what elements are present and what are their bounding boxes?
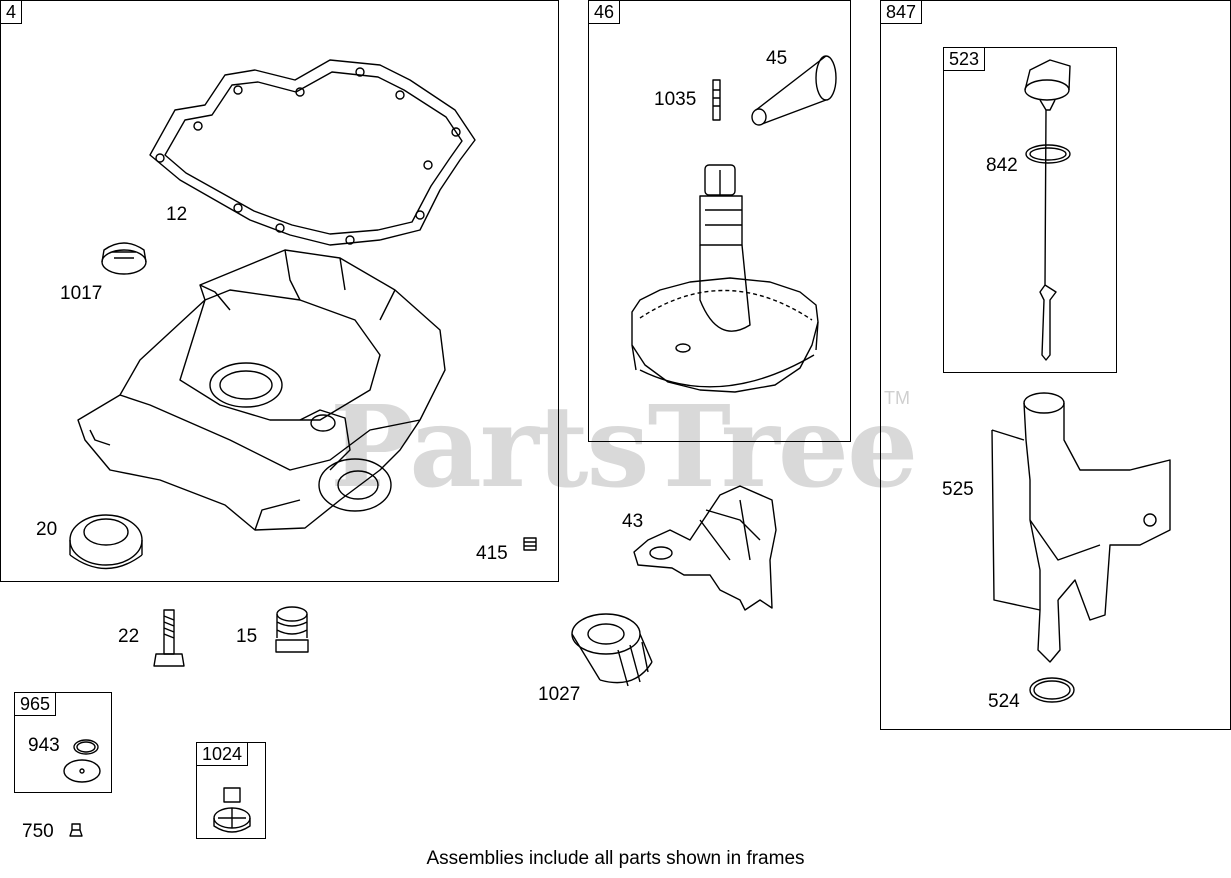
sump-housing-part [77, 249, 446, 531]
oil-filter-part [571, 613, 653, 687]
screw-750-part [69, 823, 83, 837]
label-43: 43 [622, 511, 644, 532]
label-12: 12 [166, 204, 188, 225]
label-525: 525 [942, 479, 974, 500]
frame-1024-tag: 1024 [196, 742, 249, 766]
dipstick-part [1024, 59, 1071, 361]
frame-847-tag: 847 [880, 0, 923, 24]
label-15: 15 [236, 626, 258, 647]
label-943: 943 [28, 735, 60, 756]
tappet-45-part [751, 55, 837, 126]
frame-965: 965 [14, 692, 112, 793]
o-ring-943-part [73, 739, 99, 755]
plug-415-part [523, 537, 537, 551]
frame-523-tag: 523 [943, 47, 986, 71]
o-ring-842-part [1025, 144, 1071, 164]
label-524: 524 [988, 691, 1020, 712]
plug-15-part [275, 606, 309, 653]
label-45: 45 [766, 48, 788, 69]
watermark-trademark: TM [884, 388, 910, 408]
frame-4: 4 [0, 0, 559, 582]
footer-note: Assemblies include all parts shown in fr… [426, 848, 805, 869]
label-842: 842 [986, 155, 1018, 176]
label-1017: 1017 [60, 283, 103, 304]
cover-plate-part [63, 759, 101, 783]
label-750: 750 [22, 821, 54, 842]
adaptor-1024-part [213, 787, 251, 833]
pin-1035-part [712, 79, 721, 121]
frame-46-tag: 46 [588, 0, 621, 24]
camshaft-gear-part [631, 164, 819, 393]
label-1027: 1027 [538, 684, 581, 705]
frame-1024: 1024 [196, 742, 266, 839]
bolt-22-part [153, 609, 185, 667]
frame-965-tag: 965 [14, 692, 57, 716]
plug-1017-part [101, 242, 147, 275]
gasket-part [149, 59, 476, 246]
dipstick-tube-part [991, 392, 1171, 663]
frame-523: 523 [943, 47, 1117, 373]
label-415: 415 [476, 543, 508, 564]
frame-4-tag: 4 [0, 0, 23, 24]
frame-46: 46 [588, 0, 851, 442]
label-22: 22 [118, 626, 140, 647]
label-20: 20 [36, 519, 58, 540]
governor-part [633, 485, 777, 611]
oil-seal-part [69, 514, 143, 570]
label-1035: 1035 [654, 89, 697, 110]
o-ring-524-part [1029, 677, 1075, 703]
